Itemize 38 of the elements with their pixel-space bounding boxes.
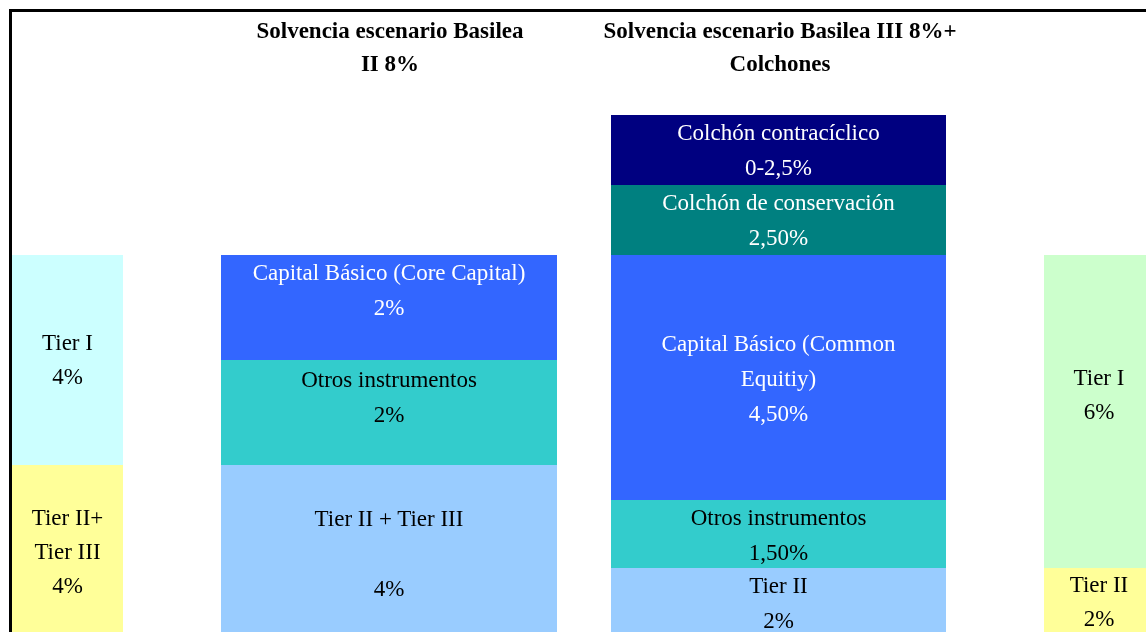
segment-label: Capital Básico (Core Capital) xyxy=(252,259,526,287)
segment-label: 2% xyxy=(763,607,794,632)
segment-label: Tier II+ Tier III xyxy=(30,504,105,566)
segment-label: 4% xyxy=(373,575,405,603)
bar-segment xyxy=(221,255,557,360)
segment-label: 4% xyxy=(52,363,83,391)
segment-label: 2% xyxy=(373,401,405,429)
segment-label: 2% xyxy=(1083,605,1115,632)
bar-segment xyxy=(221,465,557,632)
segment-label: 4,50% xyxy=(748,400,809,428)
bar-segment xyxy=(1044,568,1146,632)
bar-segment xyxy=(611,185,946,255)
segment-label: 0-2,5% xyxy=(744,154,813,182)
segment-label: Tier II + Tier III xyxy=(314,505,464,533)
bar-segment xyxy=(611,255,946,500)
segment-label: Capital Básico (Common Equitiy) xyxy=(660,330,897,393)
segment-label: 2% xyxy=(373,294,405,322)
segment-label: Tier II xyxy=(1069,571,1129,599)
segment-label: Colchón contracíclico xyxy=(677,119,880,147)
column-heading: Solvencia escenario Basilea II 8% xyxy=(255,17,525,78)
bar-segment xyxy=(221,360,557,465)
bar-segment xyxy=(611,115,946,185)
bar-segment xyxy=(12,255,123,465)
segment-label: 6% xyxy=(1083,398,1115,426)
bar-segment xyxy=(12,465,123,632)
segment-label: Tier I xyxy=(1073,364,1125,392)
segment-label: Tier II xyxy=(749,572,808,600)
bar-segment xyxy=(1044,255,1146,568)
segment-label: Otros instrumentos xyxy=(301,366,477,394)
bar-segment xyxy=(611,500,946,568)
column-heading: Solvencia escenario Basilea III 8%+ Colchones xyxy=(602,17,958,78)
bar-segment xyxy=(611,568,946,632)
segment-label: Otros instrumentos xyxy=(690,504,867,532)
segment-label: Colchón de conservación xyxy=(662,189,895,217)
segment-label: Tier I xyxy=(42,329,93,357)
segment-label: 2,50% xyxy=(748,224,809,252)
segment-label: 4% xyxy=(52,572,83,600)
segment-label: 1,50% xyxy=(748,539,809,567)
